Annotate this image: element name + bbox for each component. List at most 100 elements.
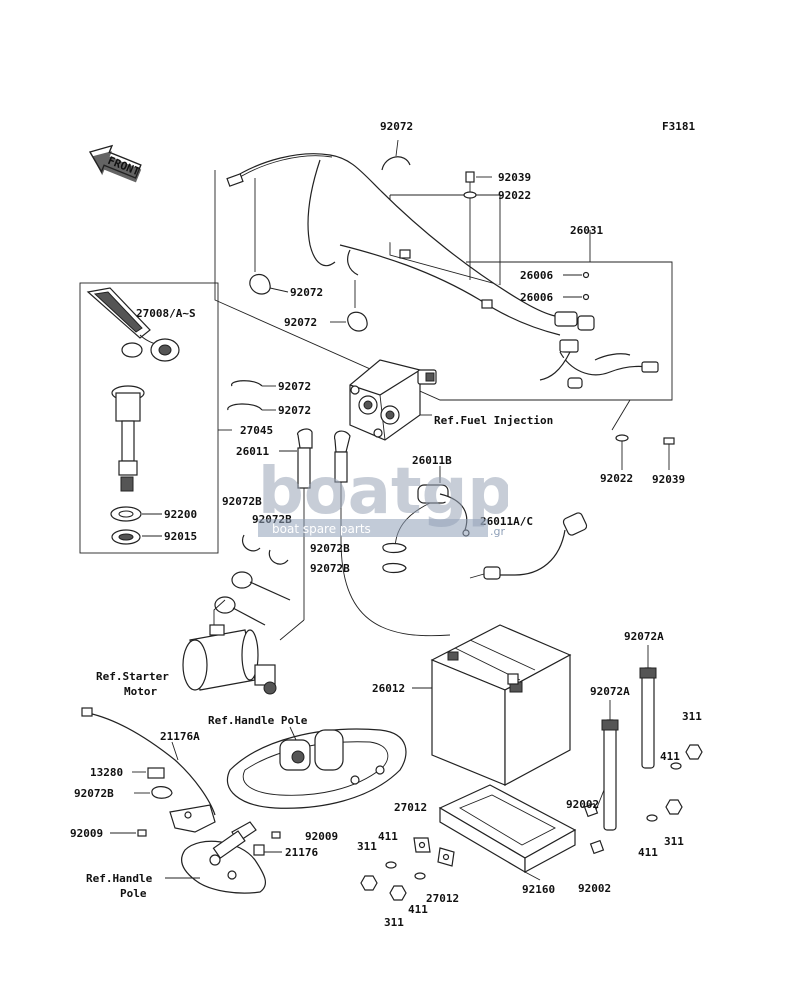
label-27045: 27045	[240, 424, 273, 437]
label-26011: 26011	[236, 445, 269, 458]
harness-connector-cluster	[539, 311, 659, 389]
label-92072-top: 92072	[380, 120, 413, 133]
strap-92072a-upper	[639, 645, 657, 769]
cable-21176a	[81, 707, 216, 816]
main-wiring-harness	[226, 153, 659, 389]
label-311-b: 311	[664, 835, 684, 848]
label-92009-b: 92009	[305, 830, 338, 843]
label-411-b: 411	[378, 830, 398, 843]
bracket-27012-b	[437, 847, 455, 867]
label-92072b-c: 92072B	[310, 542, 350, 555]
handle-pole-top	[226, 726, 407, 809]
spark-plug-lead-rear	[333, 430, 451, 637]
clip-92072-left	[249, 178, 289, 295]
washer-411-c	[385, 861, 397, 869]
shaft-21176	[212, 821, 282, 859]
ignition-key-fob	[121, 338, 180, 362]
label-92072-left: 92072	[290, 286, 323, 299]
label-26011ac: 26011A/C	[480, 515, 533, 528]
figure-code: F3181	[662, 120, 695, 133]
washer-92022-top	[463, 191, 492, 199]
plate-13280	[132, 767, 165, 779]
clip-92072b-e	[134, 786, 173, 799]
label-13280: 13280	[90, 766, 123, 779]
bracket-cable	[169, 804, 216, 833]
clip-92072-coil-a	[231, 380, 276, 387]
label-92072a-top: 92072A	[624, 630, 664, 643]
label-ref-fuel-injection: Ref.Fuel Injection	[434, 414, 553, 427]
label-92072b-b: 92072B	[252, 513, 292, 526]
nut-92015	[111, 529, 141, 545]
clip-92072b-c	[382, 542, 407, 554]
label-92022-top: 92022	[498, 189, 531, 202]
ignition-switch-body	[111, 385, 145, 492]
label-26011b: 26011B	[412, 454, 452, 467]
label-92009-a: 92009	[70, 827, 103, 840]
washer-411-b	[646, 814, 658, 822]
label-26031: 26031	[570, 224, 603, 237]
battery-26012	[412, 624, 572, 787]
label-ref-handle-b1: Ref.Handle	[86, 872, 153, 885]
bolt-92002-a	[583, 789, 605, 818]
label-92015: 92015	[164, 530, 197, 543]
label-411-c: 411	[638, 846, 658, 859]
ignition-coil-assembly	[349, 359, 437, 441]
label-ref-handle-top: Ref.Handle Pole	[208, 714, 308, 727]
label-26012: 26012	[372, 682, 405, 695]
bolt-92039-right	[663, 437, 675, 470]
clip-92072-coil-b	[227, 403, 276, 411]
label-92072-mid: 92072	[284, 316, 317, 329]
front-arrow-icon: FRONT	[88, 144, 142, 183]
label-92002-a: 92002	[566, 798, 599, 811]
label-ref-handle-b2: Pole	[120, 887, 147, 900]
label-311-d: 311	[384, 916, 404, 929]
washer-411-d	[414, 872, 426, 880]
battery-tray-92160	[438, 784, 577, 881]
label-92039-top: 92039	[498, 171, 531, 184]
plug-cap-a	[231, 571, 291, 601]
label-92200: 92200	[164, 508, 197, 521]
label-311-a: 311	[682, 710, 702, 723]
label-92160: 92160	[522, 883, 555, 896]
label-92072-c2: 92072	[278, 404, 311, 417]
clip-92072-top	[381, 139, 411, 171]
starter-motor	[182, 599, 277, 695]
nut-311-a	[685, 744, 703, 760]
bolt-92009-a	[110, 829, 147, 837]
ignition-switch-group	[79, 282, 232, 554]
spark-plug-lead-front	[279, 428, 313, 641]
clip-92072b-d	[382, 562, 407, 574]
label-27012-a: 27012	[394, 801, 427, 814]
label-27012-b: 27012	[426, 892, 459, 905]
washer-411-a	[670, 762, 682, 770]
washer-92022-right	[611, 399, 631, 470]
label-411-a: 411	[660, 750, 680, 763]
label-21176: 21176	[285, 846, 318, 859]
lead-26011b	[394, 484, 470, 551]
clip-92072b-a	[242, 534, 261, 552]
label-92072b-d: 92072B	[310, 562, 350, 575]
nut-311-c	[360, 875, 378, 891]
label-ref-starter-2: Motor	[124, 685, 157, 698]
lead-26011ac	[469, 512, 588, 580]
label-ref-starter-1: Ref.Starter	[96, 670, 169, 683]
nut-311-b	[665, 799, 683, 815]
label-92022-right: 92022	[600, 472, 633, 485]
label-21176a: 21176A	[160, 730, 200, 743]
clip-92072-mid	[330, 280, 368, 332]
label-27008: 27008/A~S	[136, 307, 196, 320]
label-92039-right: 92039	[652, 473, 685, 486]
label-92072a-mid: 92072A	[590, 685, 630, 698]
label-92072b-e: 92072B	[74, 787, 114, 800]
handle-pole-lower	[165, 840, 267, 894]
label-92002-b: 92002	[578, 882, 611, 895]
washer-92200	[110, 506, 142, 522]
bolt-92009-b	[271, 831, 281, 839]
bolt-92002-b	[589, 839, 605, 855]
clip-92072b-b	[268, 549, 289, 565]
bolt-92039-top	[465, 171, 492, 280]
key-lanyard	[86, 287, 173, 353]
label-411-d: 411	[408, 903, 428, 916]
clips-26006	[563, 271, 590, 301]
